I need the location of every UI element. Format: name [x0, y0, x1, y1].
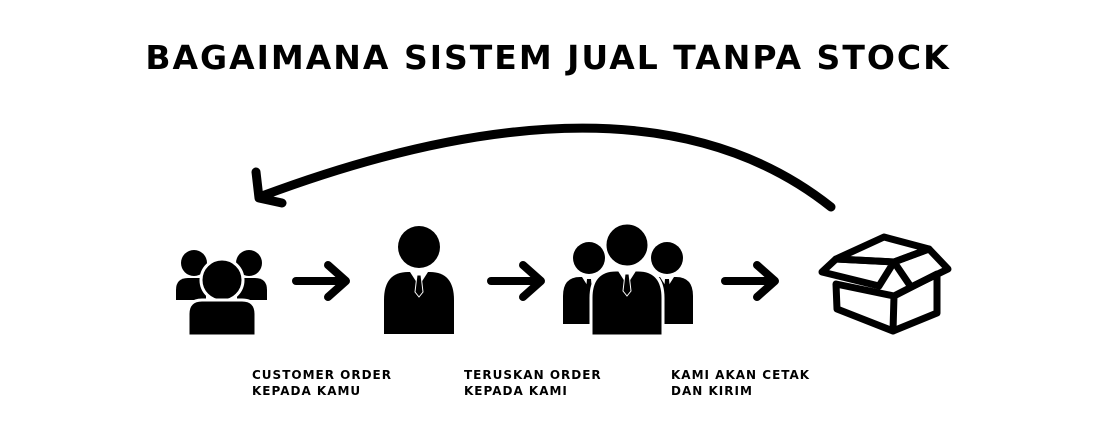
- caption-customer-order: CUSTOMER ORDER KEPADA KAMU: [252, 367, 392, 399]
- diagram-title: BAGAIMANA SISTEM JUAL TANPA STOCK: [145, 38, 951, 77]
- caption-print-and-ship: KAMI AKAN CETAK DAN KIRIM: [671, 367, 810, 399]
- customer-group-icon: [176, 250, 267, 338]
- arrow-right-icon: [721, 261, 779, 301]
- package-box-icon: [818, 233, 952, 335]
- arrow-right-icon: [292, 261, 350, 301]
- caption-line: CUSTOMER ORDER: [252, 368, 392, 382]
- caption-forward-order: TERUSKAN ORDER KEPADA KAMI: [464, 367, 602, 399]
- caption-line: DAN KIRIM: [671, 384, 753, 398]
- caption-line: KAMI AKAN CETAK: [671, 368, 811, 382]
- caption-line: KEPADA KAMI: [464, 384, 568, 398]
- curved-return-arrow-icon: [251, 123, 836, 212]
- caption-line: KEPADA KAMU: [252, 384, 362, 398]
- arrow-right-icon: [487, 261, 545, 301]
- seller-person-icon: [384, 226, 454, 334]
- team-group-icon: [563, 221, 693, 338]
- caption-line: TERUSKAN ORDER: [464, 368, 602, 382]
